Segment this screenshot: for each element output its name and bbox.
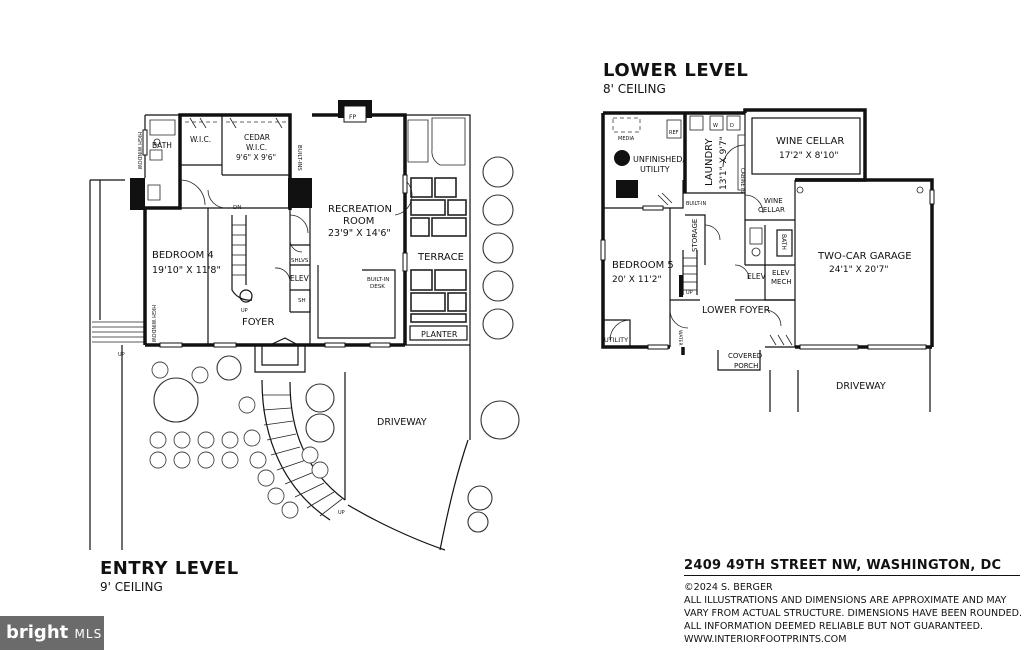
info-block: 2409 49TH STREET NW, WASHINGTON, DC ©202… [684, 558, 1023, 646]
disclaimer-line-1: ALL ILLUSTRATIONS AND DIMENSIONS ARE APP… [684, 595, 1007, 606]
small-wine-cellar-label: CELLAR [758, 206, 785, 214]
small-utility-label: UTILITY [604, 336, 628, 344]
lower-foyer-label: LOWER FOYER [702, 305, 771, 316]
logo-brand: bright [6, 622, 69, 643]
storage-label: STORAGE [691, 219, 699, 252]
sh-label: SH [298, 298, 306, 304]
dryer-label: D [730, 123, 734, 129]
cedar-wic-dimensions: 9'6" X 9'6" [236, 153, 276, 162]
high-window-left-label: HIGH WINDOW [150, 305, 156, 342]
up-stair-label: UP [241, 308, 248, 314]
lower-stair [679, 250, 698, 297]
dn-label: DN [233, 205, 241, 211]
elev-label: ELEV [290, 274, 310, 283]
lower-up-label: UP [686, 290, 693, 296]
unfinished-label: UNFINISHED/ [633, 155, 685, 164]
recreation-room-label-2: ROOM [343, 216, 374, 227]
terrace [394, 114, 471, 346]
property-address: 2409 49TH STREET NW, WASHINGTON, DC [684, 558, 1020, 576]
lower-level-title: LOWER LEVEL [603, 60, 749, 81]
left-steps [92, 321, 145, 343]
cedar-wic-label-2: W.I.C. [246, 143, 267, 152]
copyright-line: ©2024 S. BERGER [684, 582, 773, 593]
bedroom-4-dimensions: 19'10" X 11'8" [152, 265, 221, 276]
covered-porch-label: COVERED [728, 352, 762, 360]
wic-label: W.I.C. [190, 135, 211, 144]
fireplace-label: FP [349, 114, 356, 121]
cabinets-label: CABINETS [739, 168, 745, 193]
front-curved-stair [254, 337, 346, 521]
lower-level-ceiling: 8' CEILING [603, 82, 666, 96]
recreation-room-dimensions: 23'9" X 14'6" [328, 228, 391, 239]
entry-level-plan: BATH W.I.C. CEDAR W.I.C. 9'6" X 9'6" BUI… [89, 100, 520, 551]
foyer-stair [231, 215, 253, 303]
unfinished-utility-label: UTILITY [640, 165, 670, 174]
bright-mls-logo: bright MLS [0, 616, 104, 650]
entry-level-ceiling: 9' CEILING [100, 580, 163, 594]
terrace-label: TERRACE [417, 252, 464, 263]
shelves-label: SHLVS [291, 258, 309, 264]
bedroom-5-label: BEDROOM 5 [612, 260, 674, 271]
high-window-top-label: HIGH WINDOW [136, 132, 142, 169]
lower-driveway-label: DRIVEWAY [836, 381, 886, 392]
built-in-desk-label-2: DESK [370, 284, 385, 290]
bedroom-4-label: BEDROOM 4 [152, 250, 214, 261]
ref-label: REF [669, 130, 679, 136]
website-line: WWW.INTERIORFOOTPRINTS.COM [684, 634, 847, 645]
water-label: WATER [677, 330, 683, 346]
built-in-label: BUILT-IN [686, 201, 707, 207]
lower-level-plan: MEDIA REF W D UNFINISHED/ UTILITY LAUNDR… [600, 108, 935, 412]
entry-level-title: ENTRY LEVEL [100, 558, 239, 579]
wine-cellar-label: WINE CELLAR [776, 136, 844, 147]
garage-dimensions: 24'1" X 20'7" [829, 265, 888, 275]
bedroom-5-dimensions: 20' X 11'2" [612, 275, 662, 285]
up-left-label: UP [118, 352, 125, 358]
entry-driveway-label: DRIVEWAY [377, 417, 427, 428]
logo-suffix: MLS [74, 627, 103, 641]
elev-mech-label-2: MECH [771, 278, 792, 286]
covered-porch-label-2: PORCH [734, 362, 758, 370]
bath-label: BATH [152, 141, 172, 150]
lower-elev-label: ELEV [747, 272, 767, 281]
washer-label: W [713, 123, 718, 129]
laundry-dimensions: 13'1" X 9'7" [719, 136, 729, 190]
disclaimer-line-3: ALL INFORMATION DEEMED RELIABLE BUT NOT … [684, 621, 984, 632]
media-label: MEDIA [618, 136, 635, 142]
cedar-wic-label: CEDAR [244, 133, 270, 142]
elev-mech-label: ELEV [772, 269, 790, 277]
built-ins-label: BUILT-INS [296, 145, 302, 171]
entry-landscaping [149, 156, 520, 533]
foyer-label: FOYER [242, 317, 275, 328]
built-in-desk-label: BUILT-IN [367, 277, 389, 283]
wine-cellar-dimensions: 17'2" X 8'10" [779, 151, 838, 161]
recreation-room-label: RECREATION [328, 204, 392, 215]
planter-label: PLANTER [421, 330, 458, 339]
small-wine-label: WINE [764, 197, 783, 205]
garage-label: TWO-CAR GARAGE [817, 251, 912, 262]
lower-bath-label: BATH [780, 234, 787, 250]
disclaimer-line-2: VARY FROM ACTUAL STRUCTURE. DIMENSIONS H… [684, 608, 1023, 619]
laundry-label: LAUNDRY [704, 138, 715, 186]
up-front-label: UP [338, 510, 345, 516]
